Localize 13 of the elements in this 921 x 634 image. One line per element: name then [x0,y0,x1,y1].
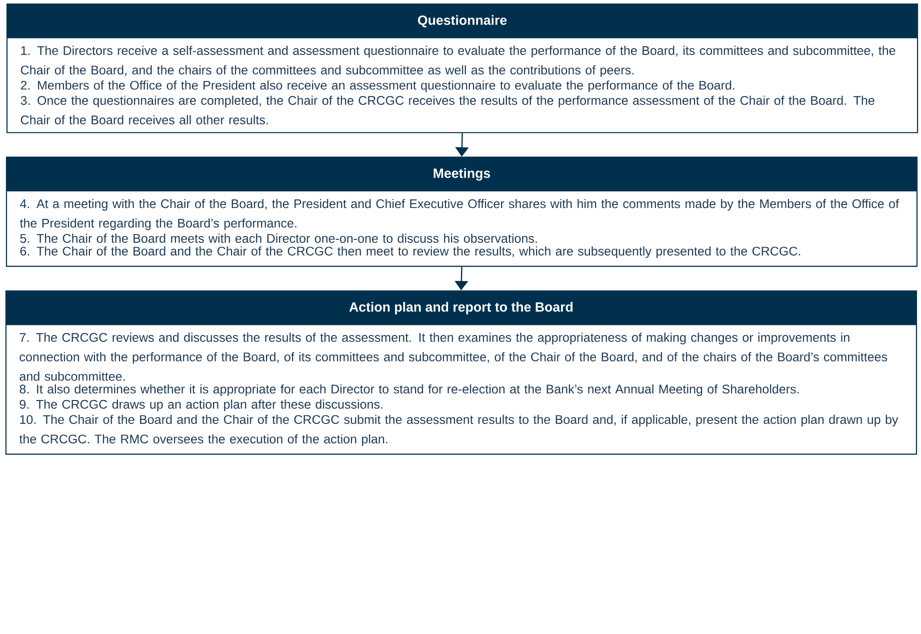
list-item: 2. Members of the Office of the President also receive an assessment questionnaire to evaluate the performance of the Board. [20,80,734,92]
list-item: 9. The CRCGC draws up an action plan after these discussions. [20,400,382,412]
list-item: 4. At a meeting with the Chair of the Board, the President and Chief Executive Officer shares with him the comments made by the Members of the Office of the President regarding the Board’s performance. [20,198,899,230]
list-item: 6. The Chair of the Board and the Chair of the CRCGC then meet to review the results, which are subsequently presented to the CRCGC. [20,246,800,258]
section-header: Questionnaire [7,4,918,38]
list-item: 7. The CRCGC reviews and discusses the results of the assessment. It then examines the appropriateness of making changes or improvements in connection with the performance of the Board, of its committees and subcommittee, of the Chair of the Board, and of the chairs of the Board’s committees and subcommittee. [20,332,888,381]
list-item: 3. Once the questionnaires are completed, the Chair of the CRCGC receives the results of the performance assessment of the Chair of the Board. The Chair of the Board receives all other results. [20,96,874,124]
list-item: 5. The Chair of the Board meets with each Director one-on-one to discuss his observations. [20,234,537,243]
list-item: 1. The Directors receive a self-assessment and assessment questionnaire to evaluate the performance of the Board, its committees and subcommittee, the Chair of the Board, and the chairs of the committees and subcommittee as well as the contributions of peers. [20,46,896,77]
list-item: 10. The Chair of the Board and the Chair of the CRCGC submit the assessment results to the Board and, if applicable, present the action plan drawn up by the CRCGC. The RMC oversees the execution of the action plan. [19,414,898,446]
section-header: Meetings [6,157,917,192]
list-item: 8. It also determines whether it is appropriate for each Director to stand for re-election at the Bank’s next Annual Meeting of Shareholders. [20,384,799,396]
section-header: Action plan and report to the Board [6,291,916,326]
